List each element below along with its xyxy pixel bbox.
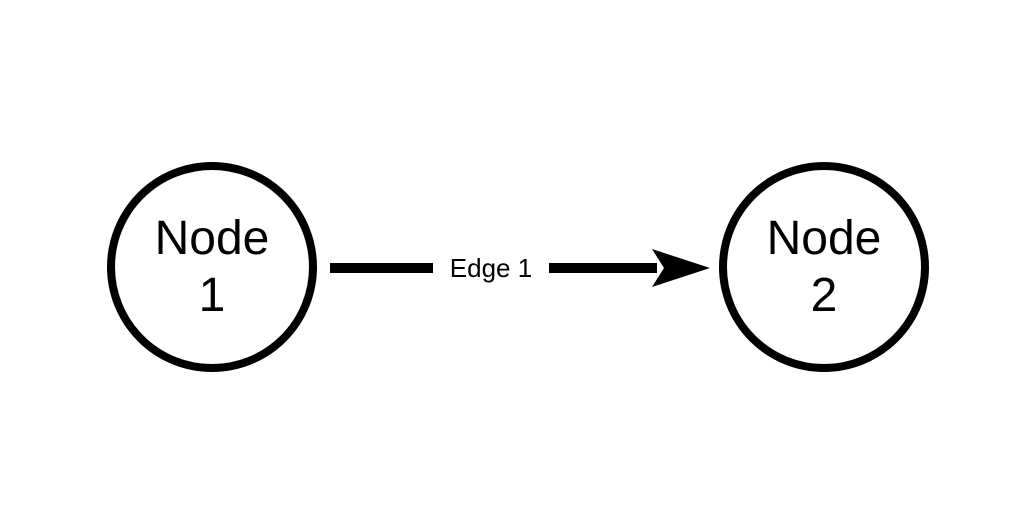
node-2-circle[interactable] — [719, 162, 929, 372]
node-2-label-line1: Node — [767, 212, 882, 265]
edge-1-label: Edge 1 — [450, 253, 532, 283]
node-2-label-line2: 2 — [811, 269, 838, 322]
edge-1-arrowhead-icon — [652, 249, 710, 287]
node-1-label-line1: Node — [155, 212, 270, 265]
node-1-label-line2: 1 — [199, 269, 226, 322]
node-1[interactable]: Node 1 — [107, 162, 317, 372]
node-2[interactable]: Node 2 — [719, 162, 929, 372]
node-1-circle[interactable] — [107, 162, 317, 372]
